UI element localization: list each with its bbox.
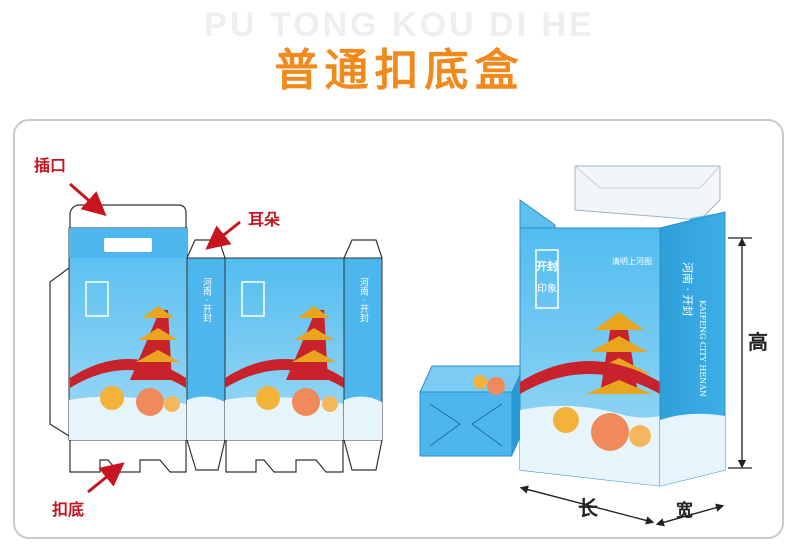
svg-text:河南 · 开封: 河南 · 开封 (201, 277, 212, 323)
box-side-face: 河南 · 开封 KAIFENG CITY HENAN (659, 211, 726, 487)
label-ear-flap: 耳朵 (248, 210, 281, 229)
page-title: 普通扣底盒 (274, 45, 525, 96)
box-logo-line1: 开封 (536, 259, 558, 273)
svg-text:河南 · 开封: 河南 · 开封 (358, 277, 369, 323)
box-side-text: 河南 · 开封 (681, 262, 695, 317)
arrow-ear (205, 220, 241, 250)
box-logo-line2: 印象 (537, 283, 557, 295)
box-side-text-en: KAIFENG CITY HENAN (698, 300, 707, 397)
small-box (419, 365, 525, 457)
dimension-width-label: 宽 (676, 501, 693, 521)
arrow-tuck (69, 182, 107, 216)
dimension-lines (519, 237, 752, 527)
box-caption: 清明上河图 (612, 256, 652, 266)
arrow-lock-bottom (87, 462, 125, 494)
dieline-back-panel (224, 257, 345, 441)
ghost-title-pinyin: PU TONG KOU DI HE (204, 6, 595, 44)
dieline-side-panel-1: 河南 · 开封 (186, 257, 226, 441)
label-lock-bottom: 扣底 (52, 500, 85, 519)
dieline-front-panel (68, 227, 188, 441)
dimension-length-label: 长 (578, 496, 598, 520)
dimension-height-label: 高 (748, 330, 768, 354)
dieline-outline (49, 204, 383, 473)
box-front-face: 开封 印象 清明上河图 (519, 227, 661, 487)
dieline-side-panel-2: 河南 · 开封 (343, 257, 383, 441)
label-tuck-flap: 插口 (34, 156, 67, 175)
